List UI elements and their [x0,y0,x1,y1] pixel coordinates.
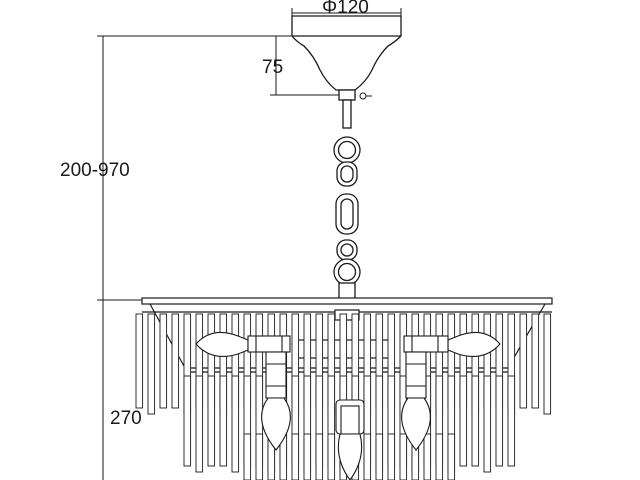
crystal-prism [363,433,372,480]
crystal-prism [459,375,468,467]
crystal-prism [291,433,300,480]
crystal-prism [387,433,396,480]
crystal-prism [375,433,384,480]
crystal-prism [255,433,264,480]
crystal-prism [399,433,408,480]
body-height-label: 270 [110,408,142,429]
crystal-prism [447,433,456,480]
crystal-prism [483,375,492,473]
crystal-prism [519,313,528,409]
canopy-screw [359,92,372,100]
crystal-prism [303,433,312,480]
down-rod [342,99,352,129]
crystal-prism [543,313,552,415]
crystal-prism [183,375,192,467]
crystal-prism [327,433,336,480]
crystal-prism [207,375,216,467]
crystal-prism [471,375,480,467]
crystal-prism [495,375,504,467]
canopy-height-label: 75 [262,57,283,78]
candle-bulb-center [335,399,365,480]
crystal-prism [159,313,168,409]
crystal-prism [171,313,180,409]
crystal-prism [135,313,144,409]
crystal-prism [423,433,432,480]
crystal-prism [243,433,252,480]
crystal-prism [219,375,228,467]
candle-bulb-left [195,331,291,357]
crystal-prism [231,375,240,473]
candle-bulb-center-right [401,351,431,451]
crystal-prism [507,375,516,467]
overall-drop-label: 200-970 [60,160,130,181]
crystal-prism [195,375,204,473]
candle-bulb-center-left [261,351,291,451]
candle-bulb-right [403,331,501,357]
suspension-chain [333,99,361,302]
crystal-prism [435,433,444,480]
ceiling-canopy [291,15,402,101]
dimension-lines [97,8,402,480]
crystal-prism [315,433,324,480]
crystal-prism [147,313,156,415]
crystal-prism [531,313,540,409]
canopy-diameter-label: Φ120 [322,0,369,18]
